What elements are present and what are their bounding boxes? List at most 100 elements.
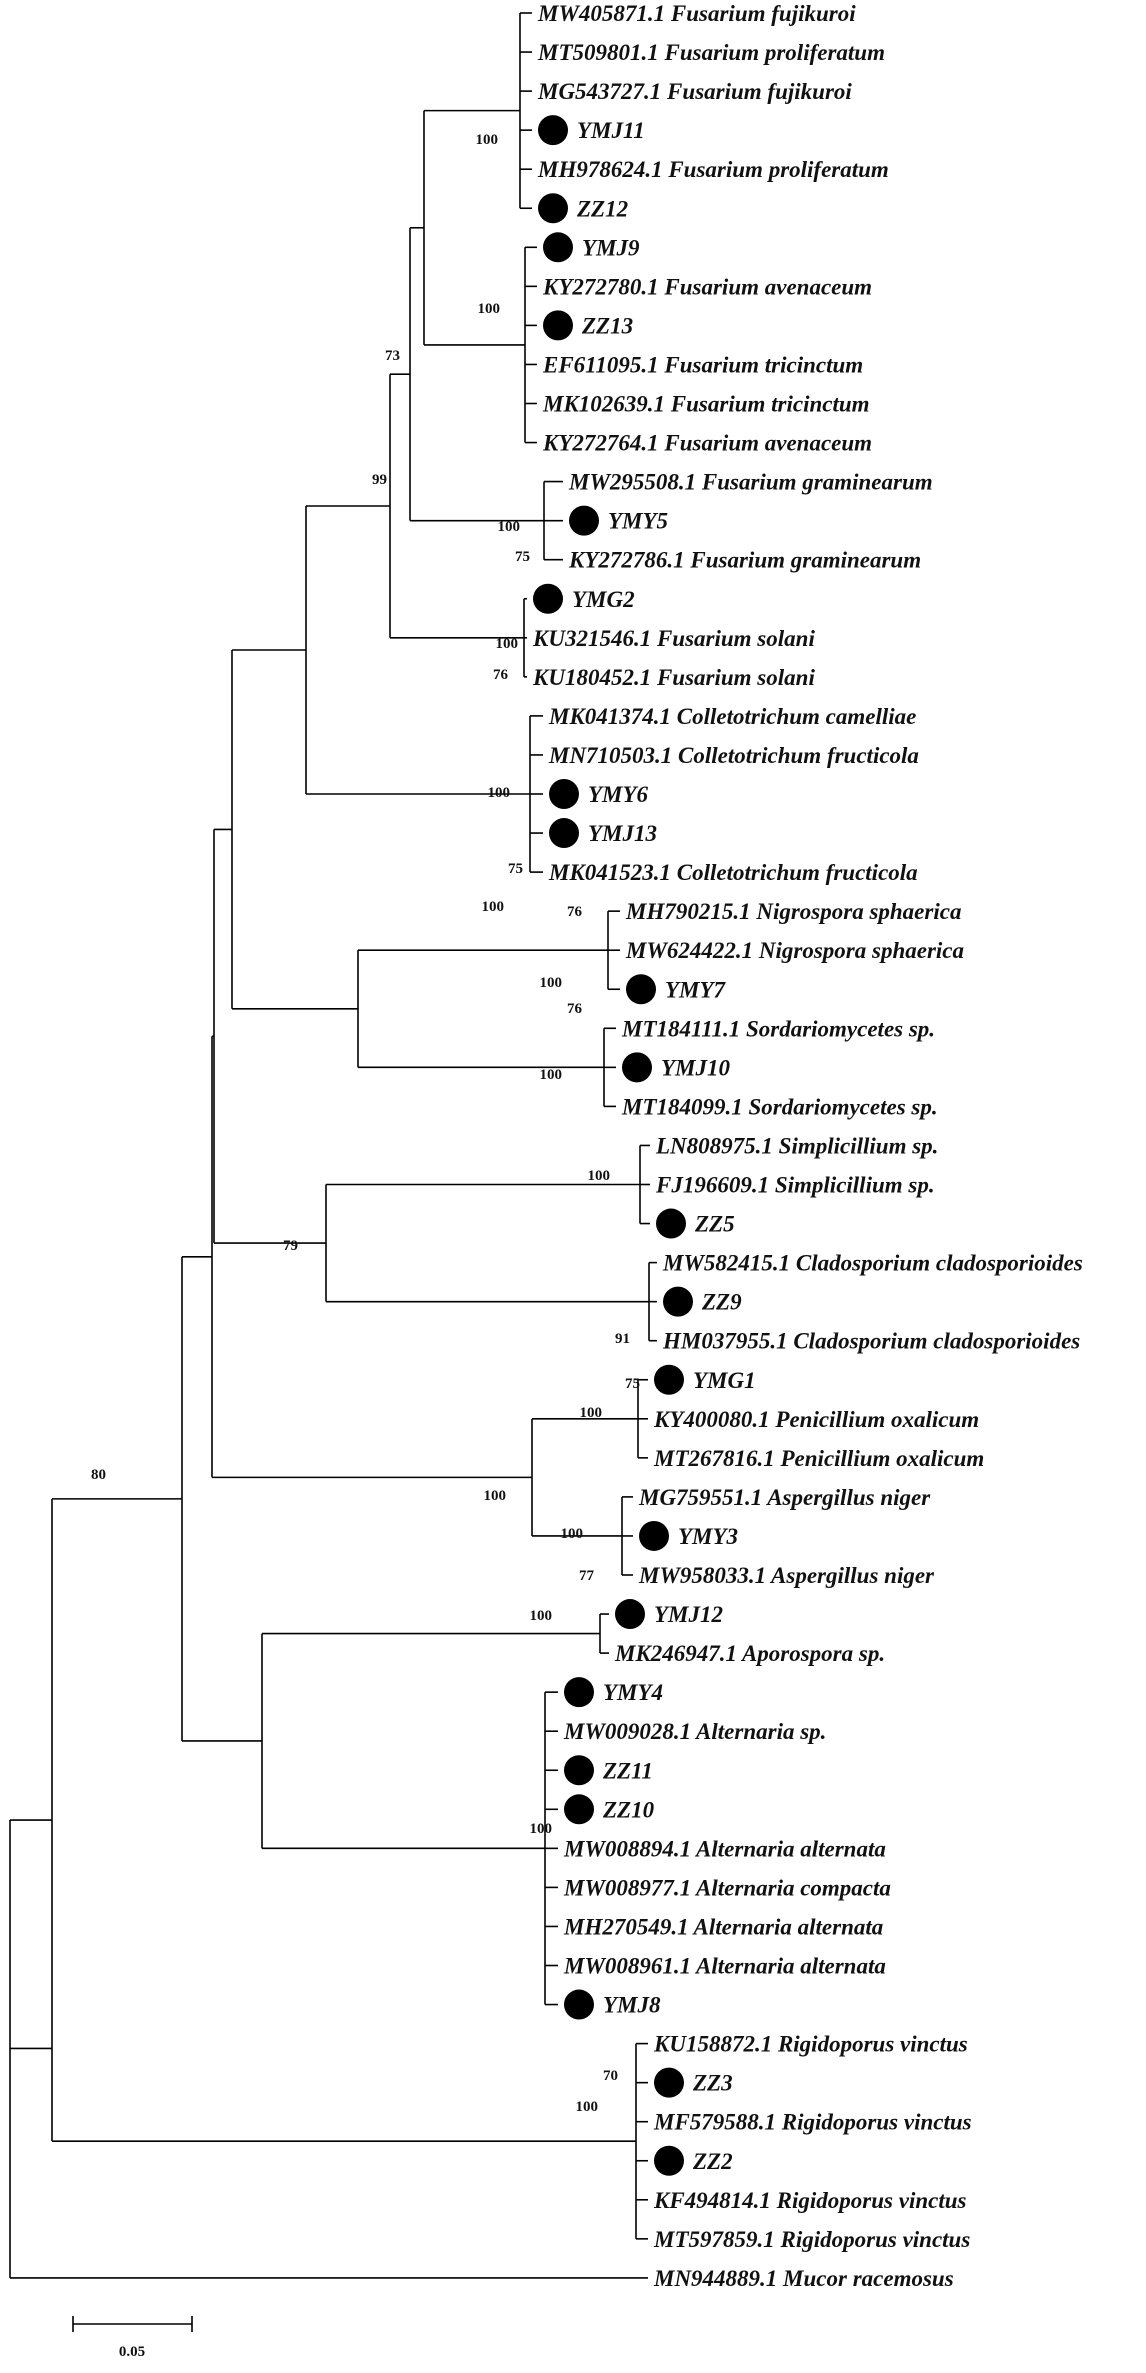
isolate-label: ZZ12 bbox=[576, 196, 628, 221]
bootstrap-value: 100 bbox=[496, 636, 519, 652]
bootstrap-value: 75 bbox=[625, 1376, 640, 1392]
bootstrap-value: 77 bbox=[579, 1568, 595, 1584]
isolate-label: YMJ10 bbox=[661, 1055, 731, 1080]
taxon-label: MW295508.1 Fusarium graminearum bbox=[568, 470, 933, 495]
bootstrap-value: 75 bbox=[508, 861, 523, 877]
taxon-label: KY272786.1 Fusarium graminearum bbox=[568, 548, 921, 573]
isolate-label: YMY6 bbox=[588, 782, 649, 807]
taxon-label: MF579588.1 Rigidoporus vinctus bbox=[653, 2110, 972, 2135]
taxon-label: LN808975.1 Simplicillium sp. bbox=[655, 1133, 938, 1158]
taxon-label: KY400080.1 Penicillium oxalicum bbox=[653, 1407, 979, 1432]
taxon-label: MH978624.1 Fusarium proliferatum bbox=[537, 157, 889, 182]
isolate-label: YMY5 bbox=[608, 509, 668, 534]
taxon-label: MN944889.1 Mucor racemosus bbox=[653, 2266, 954, 2291]
isolate-label: ZZ5 bbox=[694, 1212, 735, 1237]
bootstrap-value: 100 bbox=[588, 1168, 611, 1184]
isolate-marker bbox=[663, 1286, 693, 1317]
isolate-marker bbox=[639, 1520, 669, 1551]
isolate-marker bbox=[564, 1989, 594, 2020]
bootstrap-value: 79 bbox=[283, 1238, 298, 1254]
taxon-label: MW958033.1 Aspergillus niger bbox=[638, 1563, 935, 1588]
taxon-label: KU158872.1 Rigidoporus vinctus bbox=[653, 2032, 968, 2057]
taxon-label: MW624422.1 Nigrospora sphaerica bbox=[625, 938, 964, 963]
isolate-label: YMJ9 bbox=[582, 235, 640, 260]
isolate-label: YMJ12 bbox=[654, 1602, 723, 1627]
bootstrap-value: 100 bbox=[476, 132, 499, 148]
isolate-label: YMJ8 bbox=[603, 1993, 661, 2018]
taxon-label: MT184099.1 Sordariomycetes sp. bbox=[621, 1094, 938, 1119]
taxon-label: MK246947.1 Aporospora sp. bbox=[614, 1641, 885, 1666]
isolate-label: ZZ2 bbox=[692, 2149, 733, 2174]
bootstrap-value: 100 bbox=[484, 1488, 507, 1504]
isolate-label: YMY3 bbox=[678, 1524, 738, 1549]
taxon-label: MT267816.1 Penicillium oxalicum bbox=[653, 1446, 984, 1471]
taxon-label: KY272764.1 Fusarium avenaceum bbox=[542, 431, 872, 456]
bootstrap-value: 100 bbox=[488, 785, 511, 801]
taxon-label: MW009028.1 Alternaria sp. bbox=[563, 1719, 826, 1744]
isolate-marker bbox=[569, 505, 599, 536]
isolate-marker bbox=[533, 583, 563, 614]
taxon-label: MW008961.1 Alternaria alternata bbox=[563, 1954, 886, 1979]
bootstrap-value: 76 bbox=[493, 667, 509, 683]
bootstrap-value: 99 bbox=[372, 472, 387, 488]
bootstrap-value: 100 bbox=[478, 301, 501, 317]
isolate-marker bbox=[622, 1052, 652, 1083]
isolate-label: ZZ9 bbox=[701, 1290, 742, 1315]
isolate-marker bbox=[564, 1677, 594, 1708]
taxon-label: FJ196609.1 Simplicillium sp. bbox=[655, 1173, 935, 1198]
isolate-marker bbox=[654, 2145, 684, 2176]
taxon-label: EF611095.1 Fusarium tricinctum bbox=[542, 352, 863, 377]
bootstrap-value: 76 bbox=[567, 904, 583, 920]
taxon-label: MH790215.1 Nigrospora sphaerica bbox=[625, 899, 961, 924]
taxon-label: HM037955.1 Cladosporium cladosporioides bbox=[662, 1329, 1080, 1354]
isolate-marker bbox=[543, 232, 573, 263]
bootstrap-value: 100 bbox=[561, 1526, 584, 1542]
isolate-label: YMJ13 bbox=[588, 821, 657, 846]
isolate-marker bbox=[615, 1599, 645, 1630]
isolate-marker bbox=[549, 779, 579, 809]
taxon-label: MW582415.1 Cladosporium cladosporioides bbox=[662, 1251, 1083, 1276]
isolate-marker bbox=[564, 1755, 594, 1786]
isolate-marker bbox=[654, 2067, 684, 2098]
isolate-label: YMG1 bbox=[693, 1368, 756, 1393]
bootstrap-value: 100 bbox=[530, 1608, 553, 1624]
taxon-label: MT597859.1 Rigidoporus vinctus bbox=[653, 2227, 970, 2252]
taxon-label: MW405871.1 Fusarium fujikuroi bbox=[537, 1, 856, 26]
isolate-label: ZZ10 bbox=[602, 1797, 655, 1822]
bootstrap-value: 75 bbox=[515, 549, 530, 565]
taxon-label: KU180452.1 Fusarium solani bbox=[532, 665, 815, 690]
isolate-label: ZZ13 bbox=[581, 313, 633, 338]
taxon-label: KU321546.1 Fusarium solani bbox=[532, 626, 815, 651]
isolate-marker bbox=[543, 310, 573, 341]
isolate-marker bbox=[564, 1794, 594, 1825]
taxon-label: MG759551.1 Aspergillus niger bbox=[638, 1485, 931, 1510]
taxon-label: MG543727.1 Fusarium fujikuroi bbox=[537, 79, 852, 104]
taxon-label: MH270549.1 Alternaria alternata bbox=[563, 1914, 883, 1939]
taxon-label: MK041374.1 Colletotrichum camelliae bbox=[548, 704, 916, 729]
bootstrap-value: 91 bbox=[615, 1331, 630, 1347]
bootstrap-value: 76 bbox=[567, 1001, 583, 1017]
bootstrap-value: 100 bbox=[530, 1821, 553, 1837]
isolate-marker bbox=[549, 818, 579, 849]
bootstrap-value: 80 bbox=[91, 1467, 106, 1483]
isolate-marker bbox=[626, 974, 656, 1005]
isolate-label: YMY4 bbox=[603, 1680, 663, 1705]
bootstrap-value: 73 bbox=[385, 348, 400, 364]
taxon-label: MN710503.1 Colletotrichum fructicola bbox=[548, 743, 919, 768]
bootstrap-value: 100 bbox=[540, 975, 563, 991]
taxon-label: MK041523.1 Colletotrichum fructicola bbox=[548, 860, 918, 885]
isolate-marker bbox=[654, 1364, 684, 1395]
isolate-label: YMY7 bbox=[665, 977, 727, 1002]
bootstrap-value: 100 bbox=[540, 1067, 563, 1083]
isolate-marker bbox=[538, 193, 568, 224]
isolate-label: ZZ11 bbox=[602, 1758, 653, 1783]
isolate-label: ZZ3 bbox=[692, 2071, 733, 2096]
isolate-label: YMG2 bbox=[572, 587, 635, 612]
taxon-label: KF494814.1 Rigidoporus vinctus bbox=[653, 2188, 967, 2213]
bootstrap-value: 100 bbox=[580, 1405, 603, 1421]
isolate-marker bbox=[538, 115, 568, 146]
bootstrap-value: 100 bbox=[498, 519, 521, 535]
taxon-label: MK102639.1 Fusarium tricinctum bbox=[542, 392, 870, 417]
taxon-label: KY272780.1 Fusarium avenaceum bbox=[542, 274, 872, 299]
